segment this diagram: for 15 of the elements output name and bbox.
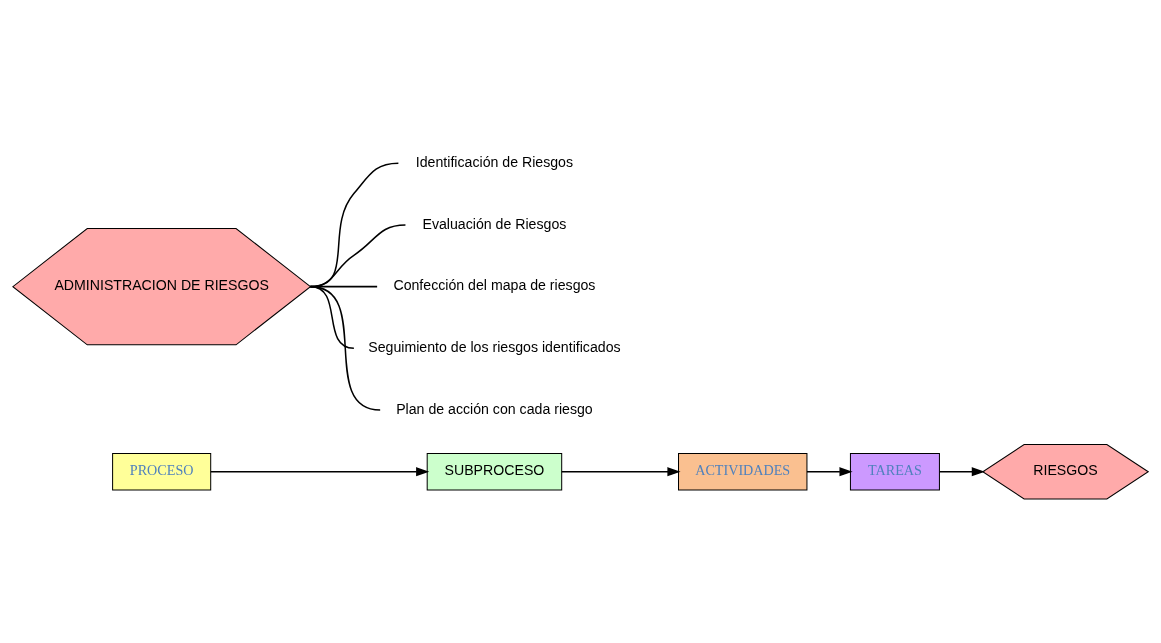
- connector: [309, 285, 355, 349]
- node-box: SUBPROCESO: [426, 452, 563, 490]
- connector: [309, 285, 381, 411]
- node-box: ACTIVIDADES: [678, 452, 808, 490]
- arrow: [806, 466, 853, 476]
- node-text: Evaluación de Riesgos: [422, 215, 567, 232]
- node-box: TAREAS: [849, 452, 940, 490]
- arrow: [561, 466, 681, 476]
- node-text: Seguimiento de los riesgos identificados: [368, 338, 621, 355]
- node-box: PROCESO: [112, 452, 212, 490]
- node-text: Confección del mapa de riesgos: [393, 276, 596, 293]
- node-text: Plan de acción con cada riesgo: [396, 400, 593, 417]
- node-text: Identificación de Riesgos: [415, 153, 574, 170]
- arrow: [939, 466, 985, 476]
- arrow: [210, 466, 430, 476]
